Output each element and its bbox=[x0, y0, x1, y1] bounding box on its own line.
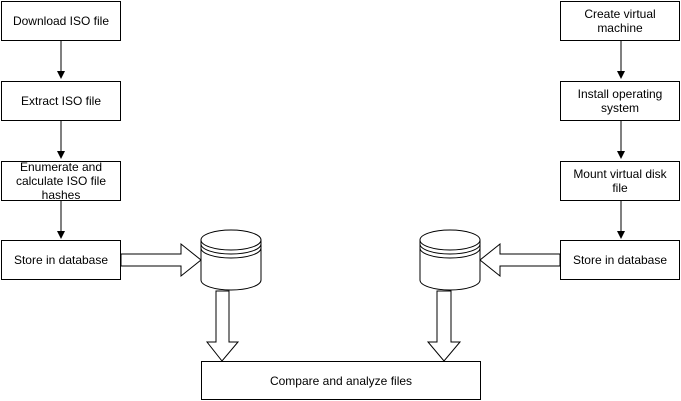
step-create-vm: Create virtual machine bbox=[560, 1, 680, 41]
step-label: Extract ISO file bbox=[20, 94, 102, 108]
right-database-icon bbox=[419, 229, 481, 291]
step-label: Create virtual machine bbox=[584, 7, 656, 35]
block-arrow-right-to-db bbox=[479, 242, 561, 278]
step-label: Install operating system bbox=[577, 87, 663, 115]
step-mount-disk: Mount virtual disk file bbox=[560, 161, 680, 201]
step-download-iso: Download ISO file bbox=[1, 1, 121, 41]
block-arrow-left-to-db bbox=[120, 242, 202, 278]
step-label: Mount virtual disk file bbox=[573, 167, 667, 195]
step-compare-analyze: Compare and analyze files bbox=[201, 361, 481, 400]
block-arrow-right-db-to-compare bbox=[426, 290, 462, 362]
step-store-right: Store in database bbox=[560, 240, 680, 280]
compare-label: Compare and analyze files bbox=[269, 373, 413, 388]
left-database-icon bbox=[200, 229, 262, 291]
step-label: Store in database bbox=[572, 253, 668, 267]
step-calculate-hashes: Enumerate and calculate ISO file hashes bbox=[1, 160, 121, 202]
step-store-left: Store in database bbox=[1, 240, 121, 280]
step-label: Download ISO file bbox=[12, 14, 110, 28]
step-extract-iso: Extract ISO file bbox=[1, 81, 121, 121]
step-label: Enumerate and calculate ISO file hashes bbox=[15, 160, 107, 202]
step-label: Store in database bbox=[13, 253, 109, 267]
block-arrow-left-db-to-compare bbox=[205, 290, 240, 362]
step-install-os: Install operating system bbox=[560, 81, 680, 121]
